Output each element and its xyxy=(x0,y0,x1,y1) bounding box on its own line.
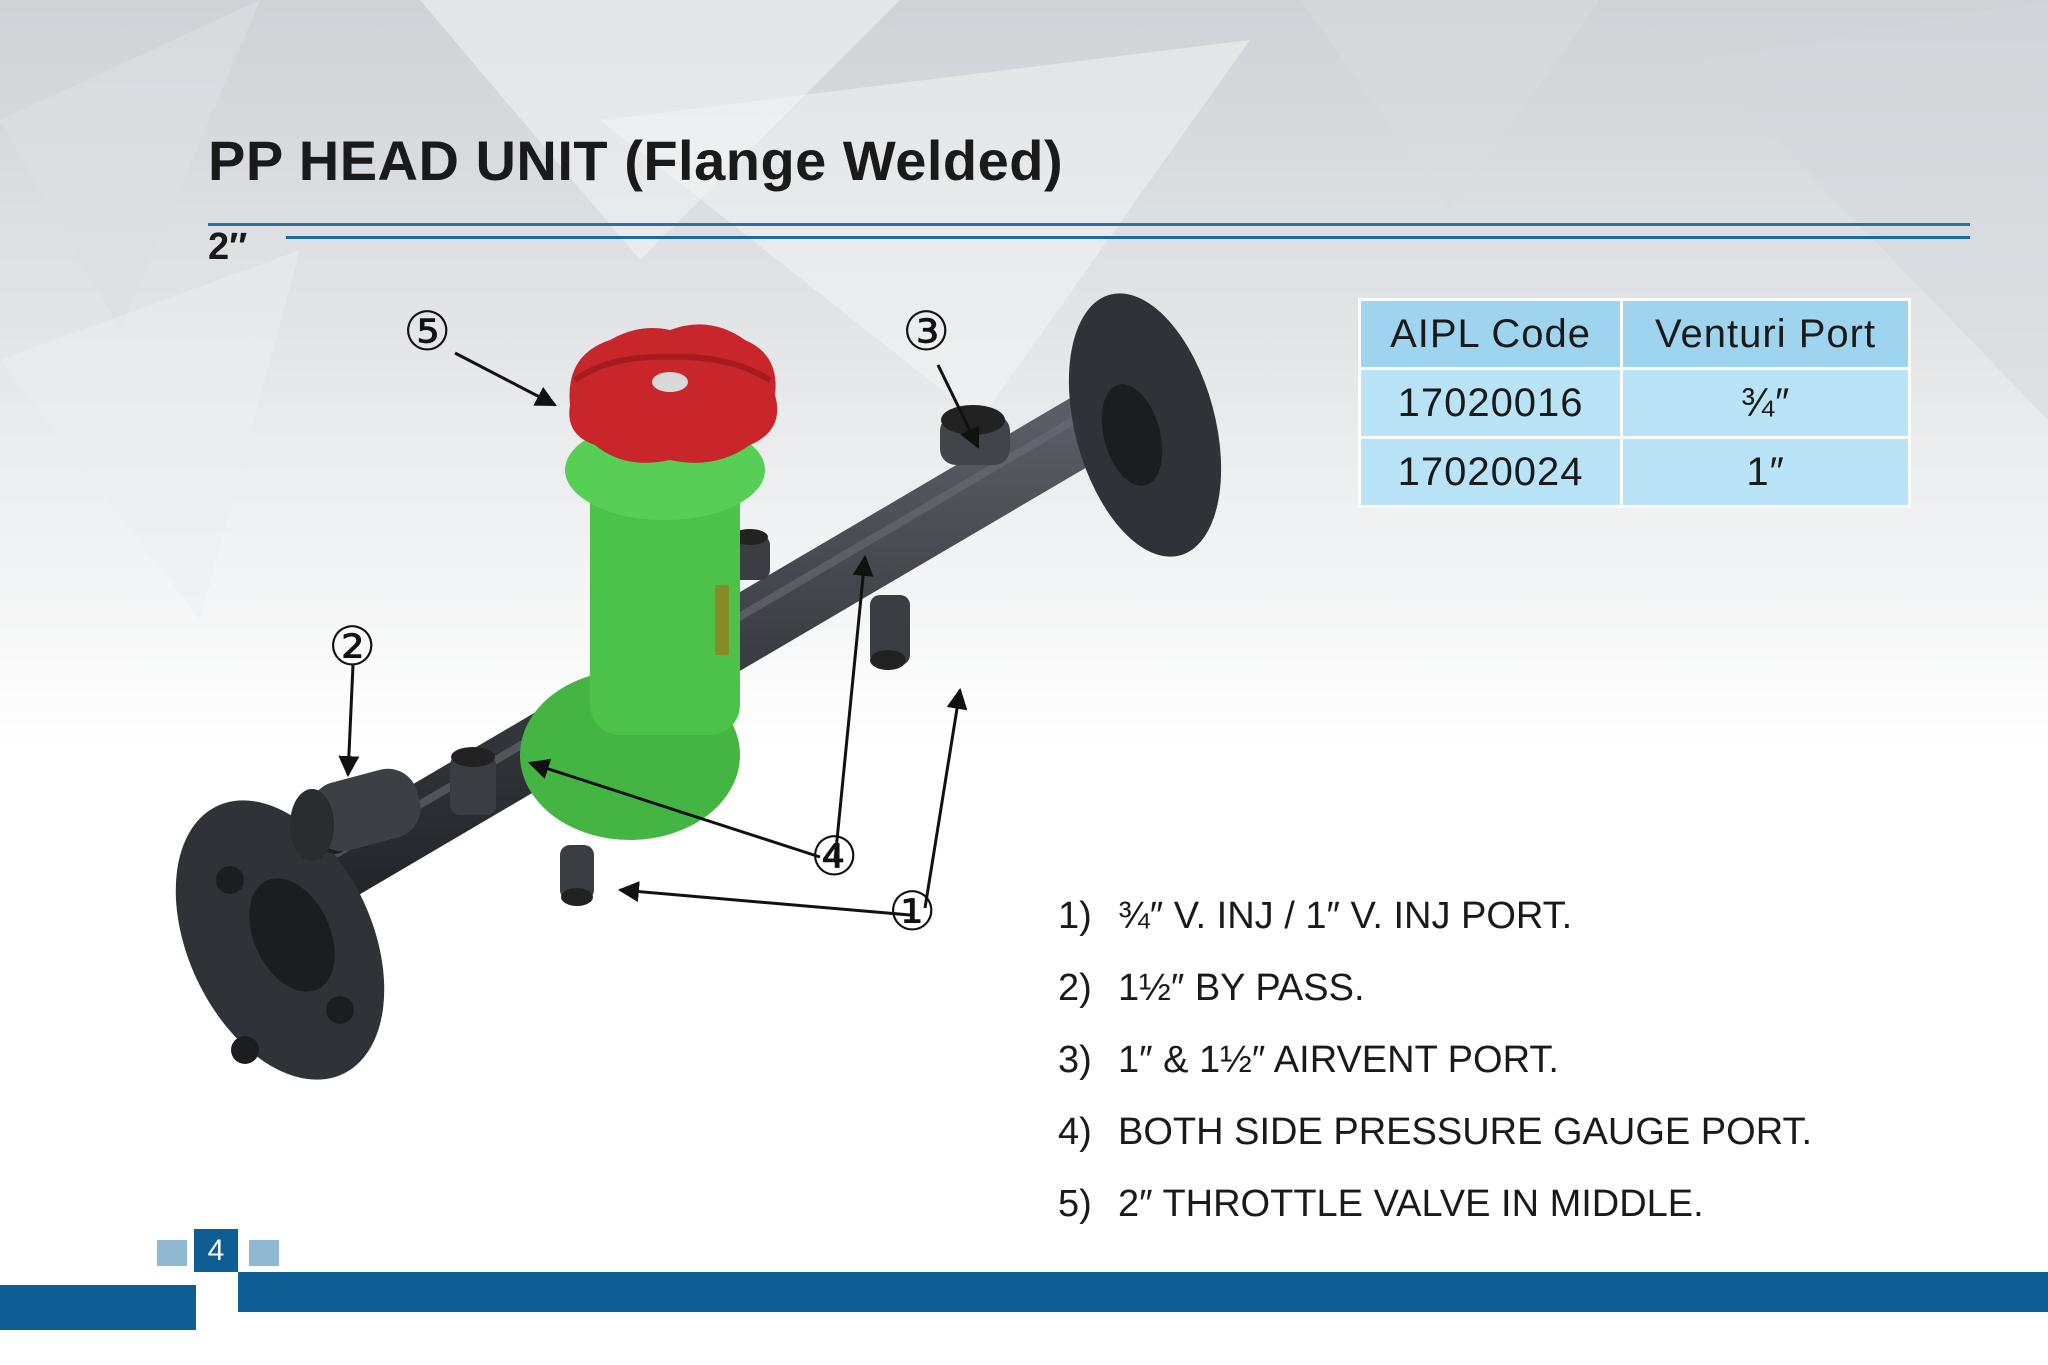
item-text: 1″ & 1½″ AIRVENT PORT. xyxy=(1118,1038,1559,1081)
item-text: ¾″ V. INJ / 1″ V. INJ PORT. xyxy=(1118,894,1573,937)
callout-3: ③ xyxy=(902,300,950,363)
callout-arrows xyxy=(338,351,980,917)
table-cell: ¾″ xyxy=(1620,367,1911,439)
table-header-row: AIPL Code Venturi Port xyxy=(1357,298,1911,370)
page-title: PP HEAD UNIT (Flange Welded) xyxy=(208,129,1064,192)
item-number: 1) xyxy=(1058,894,1092,937)
item-text: 1½″ BY PASS. xyxy=(1118,966,1365,1009)
table-cell: 17020024 xyxy=(1357,436,1624,508)
callout-labels: ⑤ ③ ② ④ ① xyxy=(328,300,950,943)
callout-2: ② xyxy=(328,615,376,678)
column-header: Venturi Port xyxy=(1620,298,1911,370)
table-row: 17020016 ¾″ xyxy=(1357,367,1911,439)
size-divider xyxy=(286,236,1970,239)
item-number: 3) xyxy=(1058,1038,1092,1081)
table-row: 17020024 1″ xyxy=(1357,436,1911,508)
right-flange xyxy=(1068,293,1222,557)
title-divider xyxy=(208,223,1970,226)
callout-4: ④ xyxy=(810,825,858,888)
item-number: 4) xyxy=(1058,1110,1092,1153)
page-decoration-square xyxy=(249,1240,279,1266)
page-number: 4 xyxy=(194,1229,238,1272)
list-item: 3) 1″ & 1½″ AIRVENT PORT. xyxy=(1058,1024,1812,1096)
item-text: 2″ THROTTLE VALVE IN MIDDLE. xyxy=(1118,1182,1704,1225)
table-cell: 17020016 xyxy=(1357,367,1624,439)
item-number: 2) xyxy=(1058,966,1092,1009)
list-item: 4) BOTH SIDE PRESSURE GAUGE PORT. xyxy=(1058,1096,1812,1168)
list-item: 2) 1½″ BY PASS. xyxy=(1058,952,1812,1024)
callout-5: ⑤ xyxy=(403,300,451,363)
bypass-port xyxy=(290,768,421,861)
callout-1: ① xyxy=(888,880,936,943)
item-number: 5) xyxy=(1058,1182,1092,1225)
pipe-ports xyxy=(450,405,1010,906)
size-label: 2″ xyxy=(208,226,248,268)
table-cell: 1″ xyxy=(1620,436,1911,508)
footer-block xyxy=(0,1285,196,1330)
head-unit-diagram: ⑤ ③ ② ④ ① xyxy=(175,293,1222,1080)
feature-list: 1) ¾″ V. INJ / 1″ V. INJ PORT. 2) 1½″ BY P… xyxy=(1058,880,1812,1240)
list-item: 5) 2″ THROTTLE VALVE IN MIDDLE. xyxy=(1058,1168,1812,1240)
column-header: AIPL Code xyxy=(1357,298,1624,370)
list-item: 1) ¾″ V. INJ / 1″ V. INJ PORT. xyxy=(1058,880,1812,952)
valve-body xyxy=(520,420,765,840)
venturi-code-table: AIPL Code Venturi Port 17020016 ¾″ 17020… xyxy=(1357,298,1911,508)
page-decoration-square xyxy=(157,1240,187,1266)
item-text: BOTH SIDE PRESSURE GAUGE PORT. xyxy=(1118,1110,1813,1153)
valve-handwheel xyxy=(569,324,778,463)
footer-bar xyxy=(238,1272,2048,1312)
